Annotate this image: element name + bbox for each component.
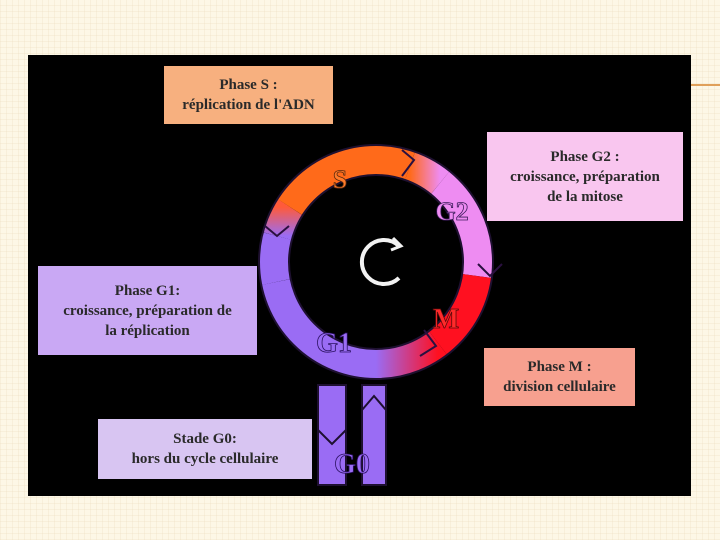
phase-g2-title: Phase G2 : [550, 147, 619, 167]
phase-m-box: Phase M : division cellulaire [484, 348, 635, 406]
phase-g2-box: Phase G2 : croissance, préparation de la… [487, 132, 683, 221]
phase-s-box: Phase S : réplication de l'ADN [164, 66, 333, 124]
phase-m-title: Phase M : [527, 357, 591, 377]
phase-g2-description-1: croissance, préparation [510, 167, 660, 187]
stage-g0-box: Stade G0: hors du cycle cellulaire [98, 419, 312, 479]
ring-segment-m-g1-transition [376, 343, 438, 364]
ring-label-g1: G1 [316, 328, 352, 359]
phase-s-description: réplication de l'ADN [182, 95, 315, 115]
ring-label-g0: G0 [334, 449, 370, 480]
stage-g0-title: Stade G0: [173, 429, 237, 449]
phase-g1-description-1: croissance, préparation de [63, 301, 231, 321]
ring-label-s: S [333, 165, 347, 194]
phase-g2-description-2: de la mitose [547, 187, 623, 207]
cycle-arrow-icon [362, 238, 401, 284]
phase-g1-title: Phase G1: [115, 281, 180, 301]
phase-g1-description-2: la réplication [105, 321, 190, 341]
ring-label-g2: G2 [435, 197, 468, 226]
ring-segment-s-g2-transition [410, 166, 440, 183]
phase-s-title: Phase S : [219, 75, 277, 95]
phase-g1-box: Phase G1: croissance, préparation de la … [38, 266, 257, 355]
phase-m-description: division cellulaire [503, 377, 616, 397]
stage-g0-description: hors du cycle cellulaire [132, 449, 279, 469]
ring-segment-g1-upper [274, 236, 277, 282]
ring-label-m: M [433, 304, 459, 335]
